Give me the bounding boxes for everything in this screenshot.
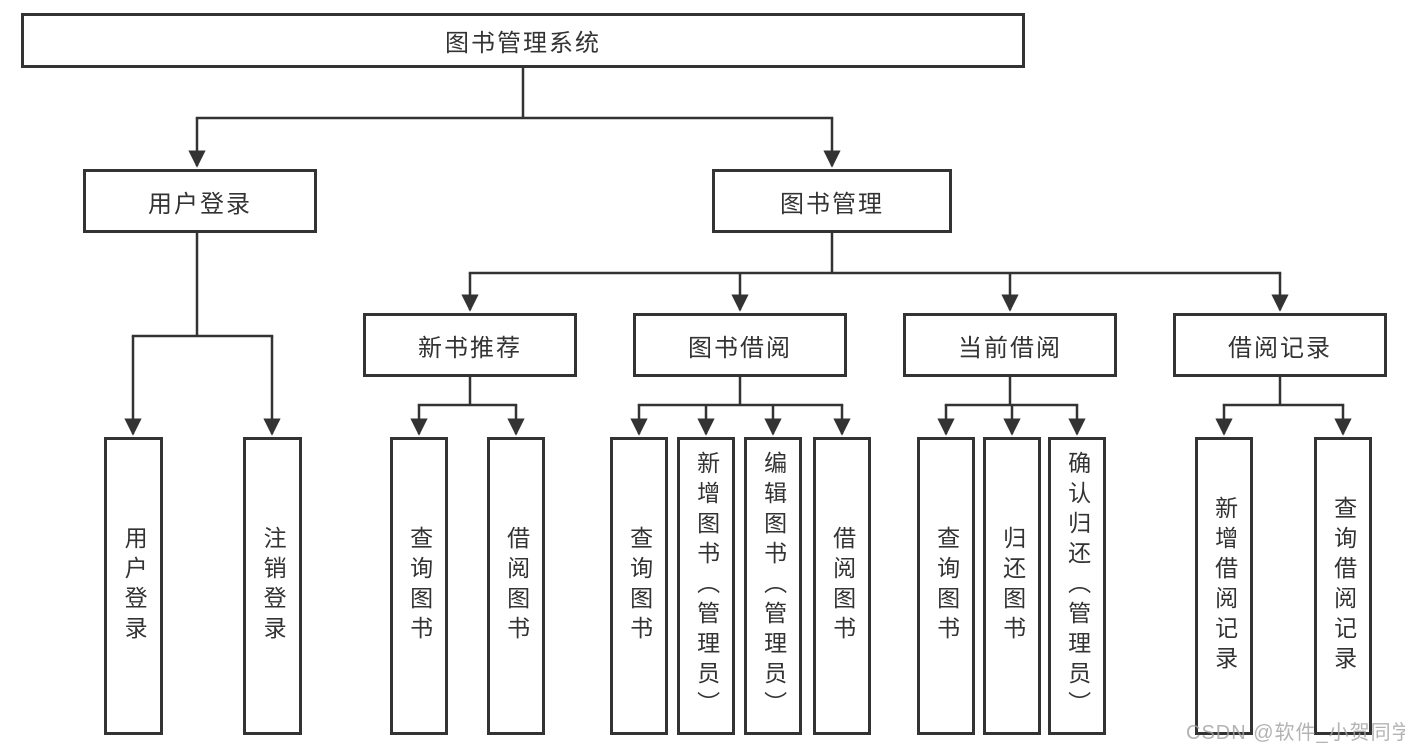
- node-label: 当前借阅: [958, 334, 1062, 362]
- leaf-confirm-return-admin: 确认归还（管理员）: [1048, 437, 1106, 735]
- leaf-borrow-books-borrowing: 借阅图书: [813, 437, 871, 735]
- leaf-query-books-recommend: 查询图书: [390, 437, 448, 735]
- leaf-add-borrow-record: 新增借阅记录: [1195, 437, 1253, 735]
- leaf-label: 查询借阅记录: [1330, 496, 1357, 676]
- node-library-management-system: 图书管理系统: [21, 13, 1025, 68]
- leaf-label: 确认归还（管理员）: [1064, 451, 1091, 721]
- node-book-management: 图书管理: [712, 169, 952, 233]
- leaf-label: 注销登录: [260, 526, 287, 646]
- leaf-label: 查询图书: [933, 526, 960, 646]
- leaf-label: 用户登录: [121, 526, 148, 646]
- leaf-borrow-books-recommend: 借阅图书: [487, 437, 545, 735]
- leaf-label: 查询图书: [406, 526, 433, 646]
- leaf-label: 新增图书（管理员）: [693, 451, 720, 721]
- leaf-return-books: 归还图书: [983, 437, 1041, 735]
- leaf-query-borrow-record: 查询借阅记录: [1314, 437, 1372, 735]
- node-current-borrowing: 当前借阅: [903, 313, 1117, 377]
- node-label: 借阅记录: [1228, 334, 1332, 362]
- node-label: 图书管理: [780, 190, 884, 218]
- leaf-label: 查询图书: [626, 526, 653, 646]
- leaf-label: 新增借阅记录: [1211, 496, 1238, 676]
- node-user-login: 用户登录: [83, 169, 317, 233]
- node-new-book-recommend: 新书推荐: [363, 313, 577, 377]
- leaf-edit-books-admin: 编辑图书（管理员）: [744, 437, 802, 735]
- leaf-label: 编辑图书（管理员）: [760, 451, 787, 721]
- node-label: 新书推荐: [418, 334, 522, 362]
- leaf-query-books-borrowing: 查询图书: [610, 437, 668, 735]
- csdn-watermark: CSDN @软件_小贺同学: [1186, 722, 1405, 744]
- leaf-user-login: 用户登录: [104, 437, 163, 735]
- leaf-label: 借阅图书: [503, 526, 530, 646]
- node-borrowing-records: 借阅记录: [1173, 313, 1387, 377]
- node-label: 图书管理系统: [445, 30, 601, 57]
- leaf-label: 借阅图书: [829, 526, 856, 646]
- node-label: 图书借阅: [688, 334, 792, 362]
- node-book-borrowing: 图书借阅: [633, 313, 847, 377]
- leaf-logout: 注销登录: [243, 437, 302, 735]
- leaf-add-books-admin: 新增图书（管理员）: [677, 437, 735, 735]
- leaf-query-books-current: 查询图书: [917, 437, 975, 735]
- node-label: 用户登录: [148, 190, 252, 218]
- leaf-label: 归还图书: [999, 526, 1026, 646]
